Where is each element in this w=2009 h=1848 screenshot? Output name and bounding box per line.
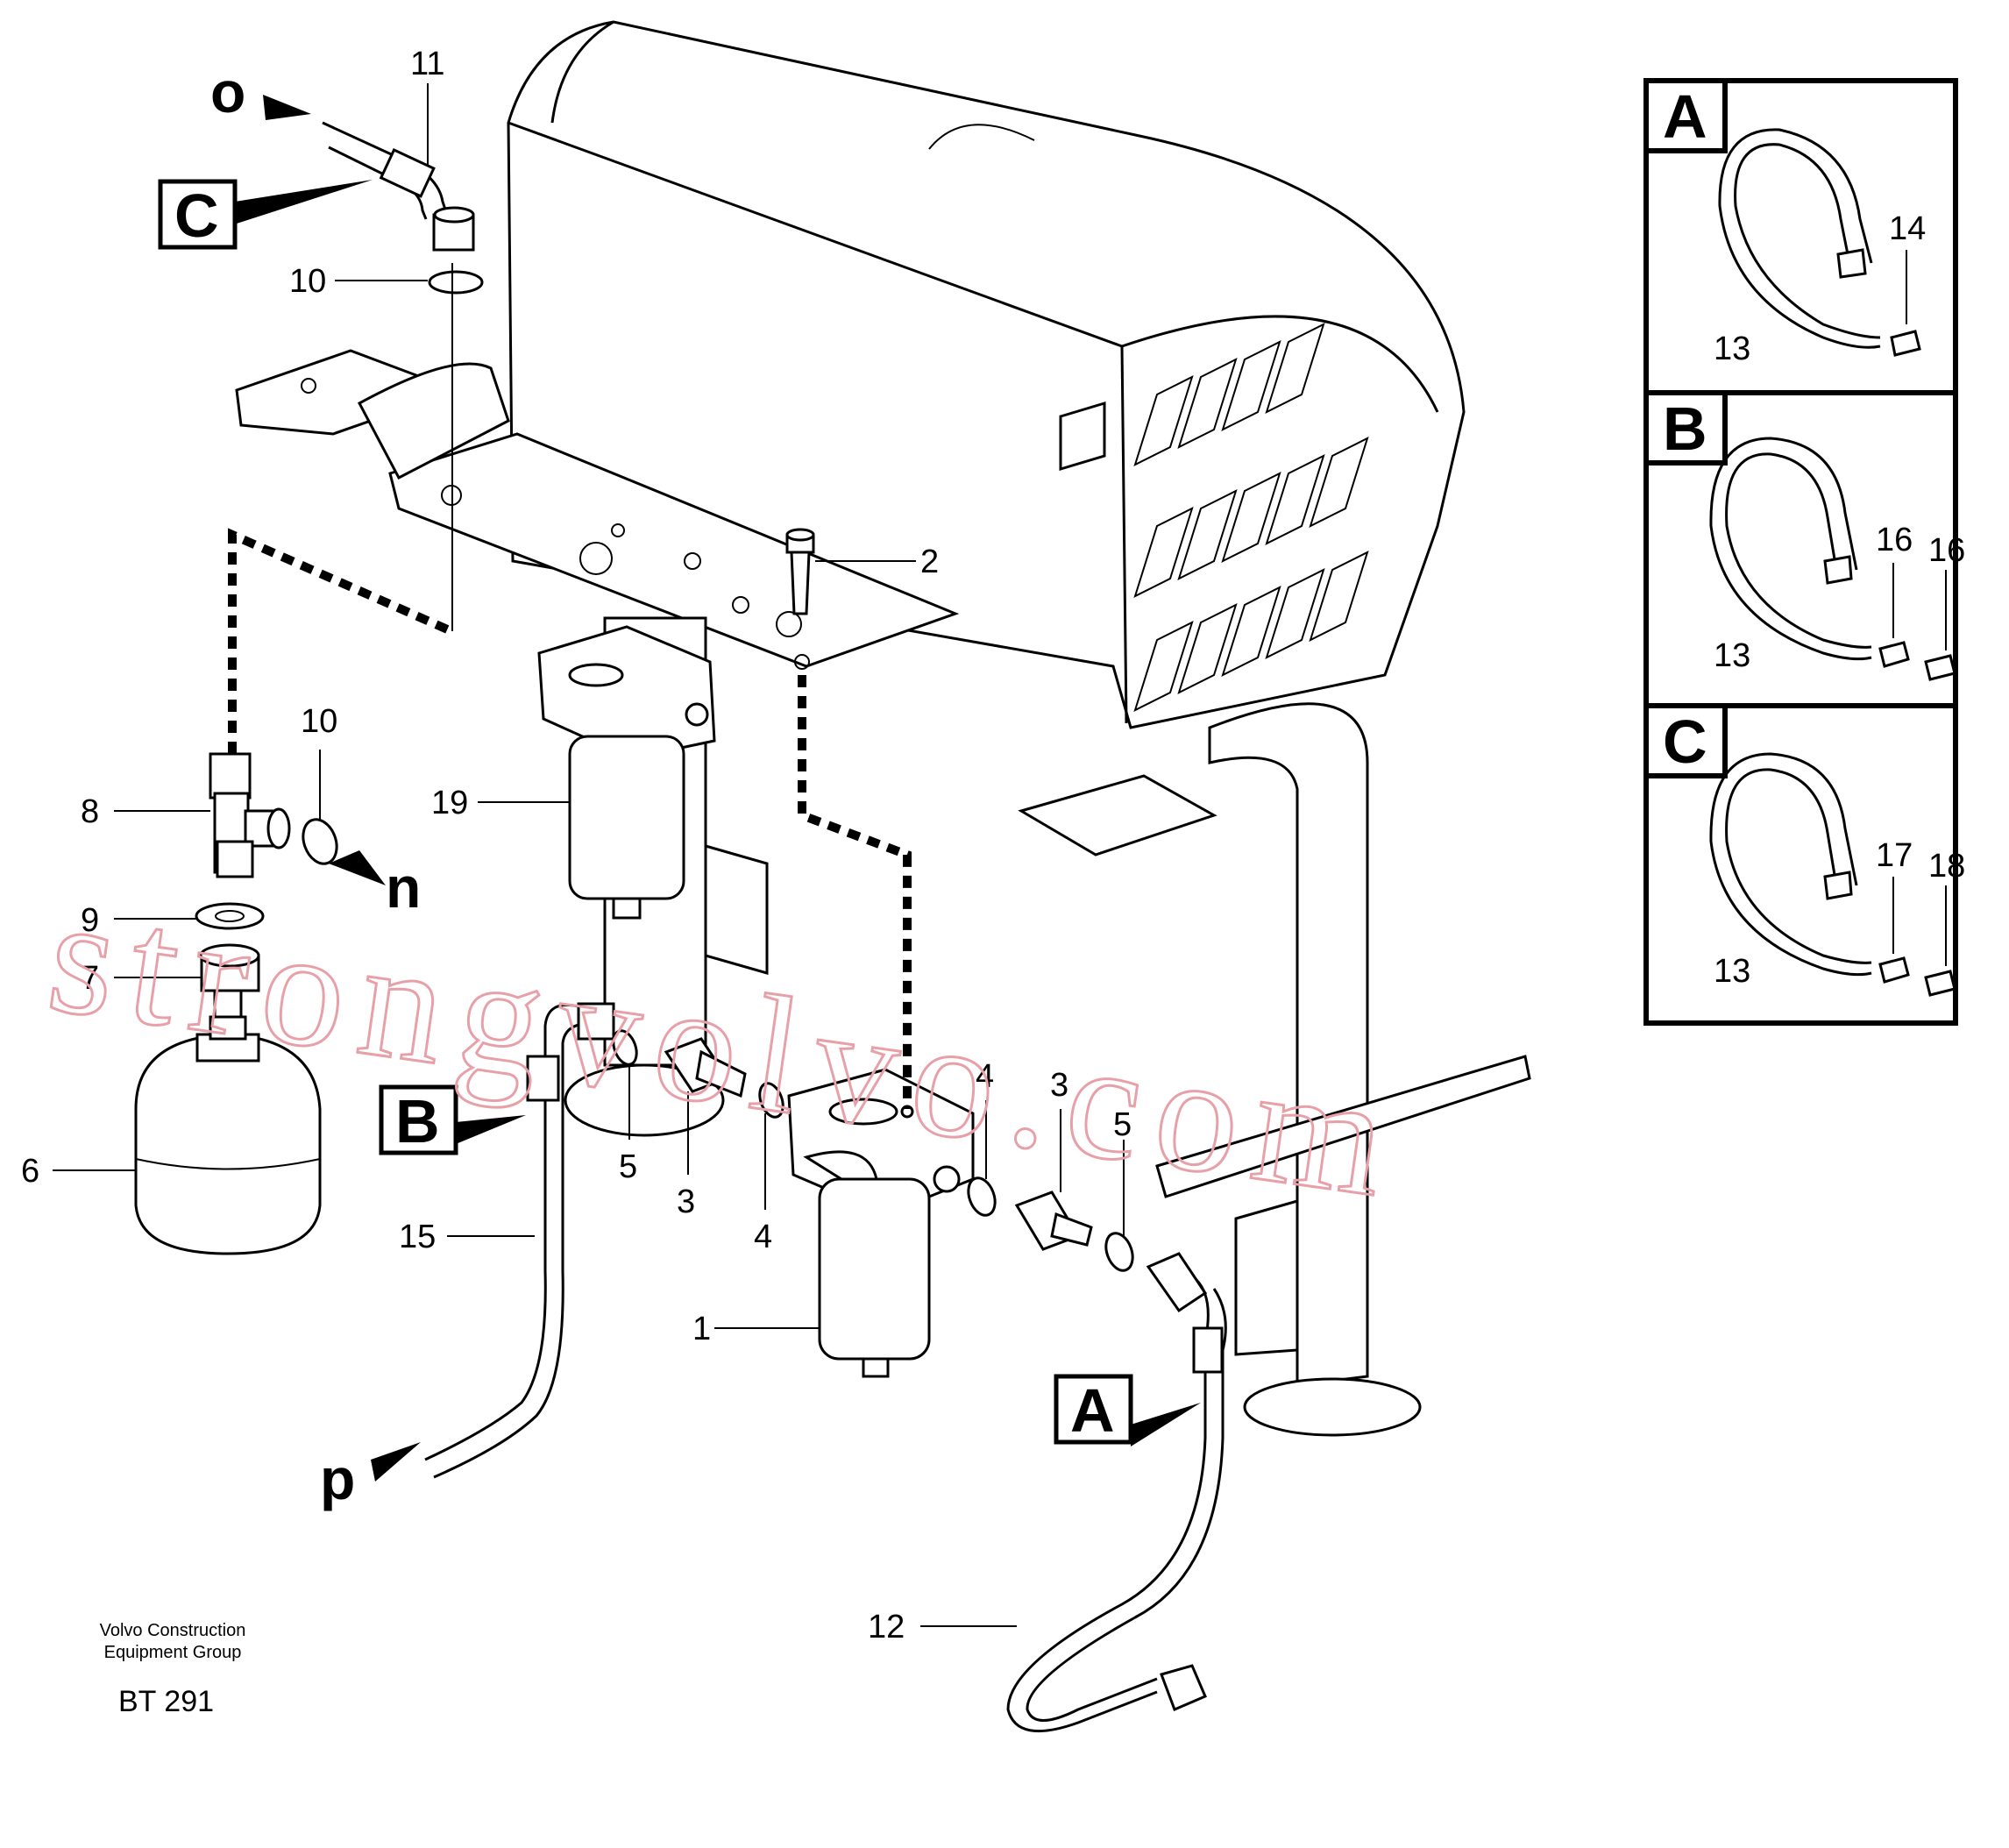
inset-a-label-13: 13 [1714, 331, 1750, 367]
inset-panel-c: C 17 18 13 [1643, 703, 1965, 997]
hose-11 [322, 121, 475, 252]
connection-o: o [210, 60, 245, 124]
tee-fitting-8 [209, 752, 291, 878]
detail-ref-b: B [379, 1084, 458, 1155]
connection-p: p [320, 1446, 355, 1511]
callout-10-right: 10 [301, 703, 337, 740]
inset-c-label-18: 18 [1928, 848, 1965, 885]
footer: Volvo Construction Equipment Group BT 29… [100, 1621, 246, 1718]
callout-12: 12 [868, 1609, 905, 1645]
filter-19 [537, 625, 716, 920]
callout-15: 15 [399, 1219, 436, 1255]
inset-b-label-13: 13 [1714, 637, 1750, 674]
o-ring-10-top [428, 270, 484, 295]
inset-panel-a: A 14 13 [1643, 78, 1926, 367]
hose-12 [1006, 1252, 1227, 1733]
arrow-p [371, 1442, 421, 1482]
arrow-n [329, 850, 386, 885]
company-name-line2: Equipment Group [104, 1643, 242, 1662]
routing-dashed-right [798, 675, 912, 1109]
callout-5-left: 5 [619, 1148, 637, 1185]
detail-ref-a: A [1054, 1374, 1133, 1445]
drawing-code: BT 291 [118, 1685, 214, 1718]
nut-7 [199, 943, 260, 992]
inset-b-label-16a: 16 [1876, 522, 1913, 558]
hose-15 [424, 1002, 615, 1479]
o-ring-10-right [302, 818, 338, 865]
inset-c-label-13: 13 [1714, 953, 1750, 990]
arrow-o [263, 95, 311, 120]
callout-3-left: 3 [677, 1183, 695, 1220]
callout-10-top: 10 [289, 263, 326, 300]
arrow-b [456, 1115, 526, 1144]
mounting-plate [235, 349, 960, 670]
svg-text:B: B [1663, 394, 1707, 463]
callout-4-left: 4 [754, 1219, 772, 1255]
inset-panel-b: B 16 16 13 [1643, 390, 1965, 681]
filter-1 [787, 1068, 975, 1378]
callout-4-right: 4 [976, 1058, 994, 1095]
svg-text:C: C [1663, 707, 1707, 776]
callout-5-right: 5 [1113, 1106, 1132, 1143]
inset-c-label-17: 17 [1876, 837, 1913, 874]
arrow-c [235, 180, 373, 224]
svg-text:A: A [1663, 82, 1707, 151]
inset-b-label-16b: 16 [1928, 532, 1965, 569]
washer-9 [195, 902, 265, 930]
accumulator-6 [134, 989, 322, 1255]
inset-a-label-14: 14 [1889, 210, 1926, 247]
bolt-2 [785, 528, 815, 615]
callout-8: 8 [81, 793, 99, 830]
arrow-a [1131, 1403, 1201, 1446]
svg-text:A: A [1070, 1376, 1115, 1445]
callout-2: 2 [920, 544, 939, 580]
vent-slots [1133, 323, 1369, 712]
callout-19: 19 [431, 785, 468, 821]
routing-dashed-left [228, 528, 454, 754]
svg-text:B: B [395, 1087, 440, 1155]
fittings-left-chain [612, 1029, 784, 1119]
svg-text:C: C [174, 181, 219, 250]
callout-labels: 11 10 2 10 8 19 9 7 6 5 3 4 4 3 5 15 1 1… [21, 46, 1132, 1645]
inset-panels: A 14 13 B 16 16 13 C [1643, 78, 1965, 1026]
callout-6: 6 [21, 1153, 39, 1190]
leader-lines [53, 83, 1125, 1627]
callout-1: 1 [692, 1311, 711, 1347]
callout-3-right: 3 [1050, 1067, 1068, 1104]
detail-ref-c: C [158, 179, 238, 250]
fittings-right-chain [967, 1176, 1134, 1272]
callout-7: 7 [81, 960, 99, 997]
callout-9: 9 [81, 902, 99, 939]
callout-11: 11 [410, 46, 444, 82]
company-name-line1: Volvo Construction [100, 1621, 246, 1640]
arrow-pointers [235, 95, 1201, 1482]
connection-n: n [386, 855, 421, 920]
